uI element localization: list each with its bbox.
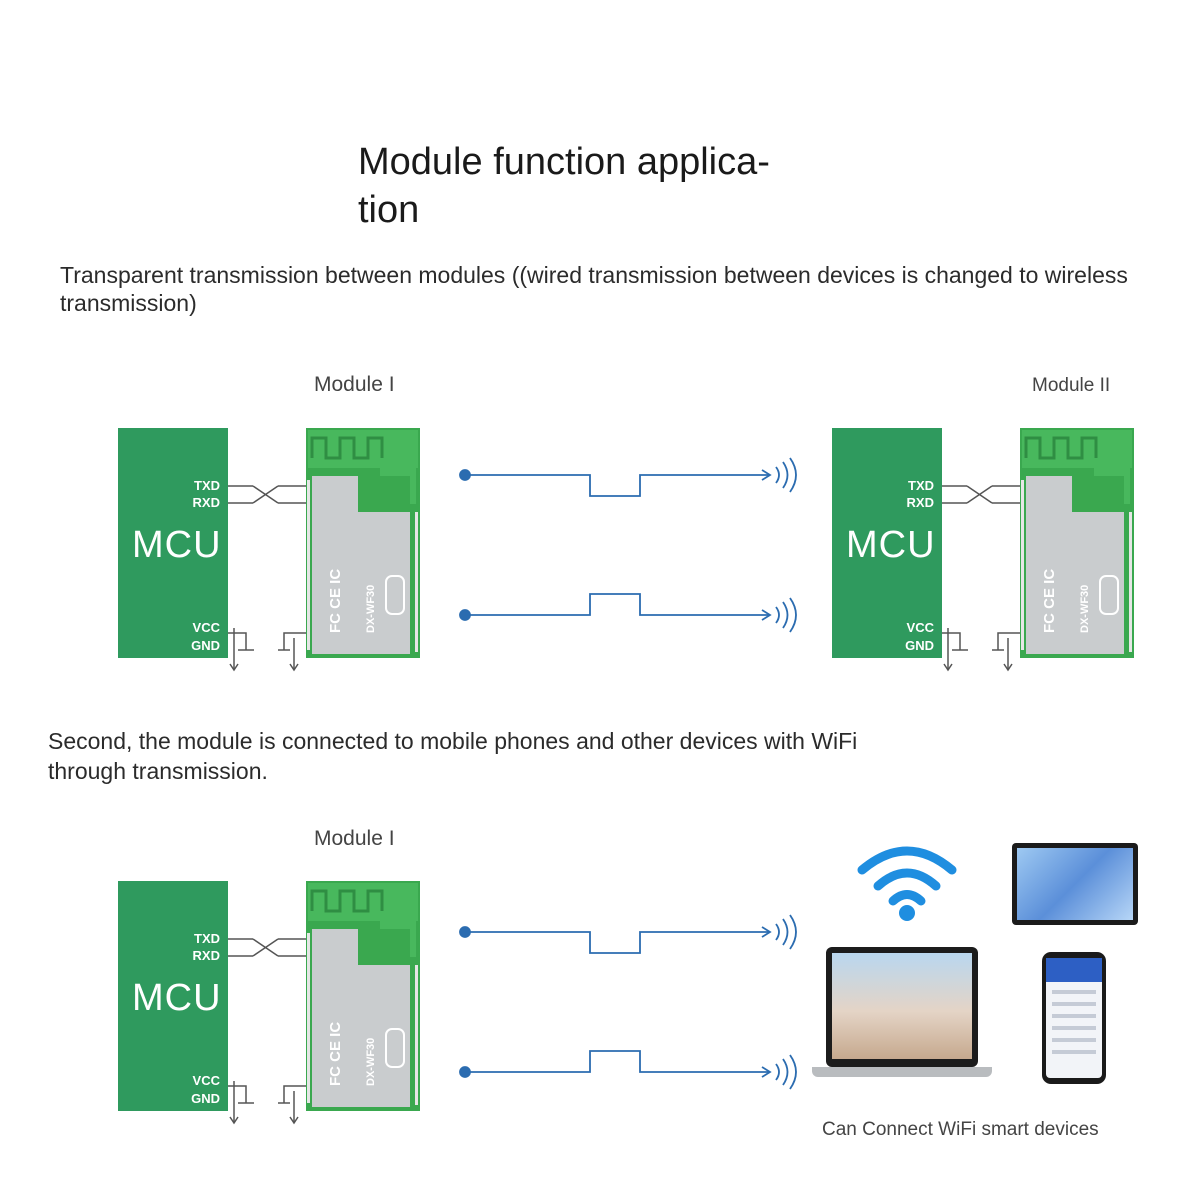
wiring-and-module-graphic: ▮■▮ FC CE IC DX-WF30 xyxy=(228,428,420,672)
mcu-label: MCU xyxy=(846,524,936,566)
wiring-and-module-graphic: ▮■▮ FC CE IC DX-WF30 xyxy=(942,428,1134,672)
laptop-bezel xyxy=(826,947,978,1067)
phone-app-header xyxy=(1046,958,1102,982)
mcu-module-unit-2: TXD RXD MCU VCC GND ▮■▮ FC CE IC DX-WF30 xyxy=(832,428,1152,678)
chip-certification-marks: FC CE IC xyxy=(327,1022,344,1086)
signal-line-3 xyxy=(459,914,797,954)
mcu-label: MCU xyxy=(132,977,222,1019)
gnd-pin-label: GND xyxy=(191,1091,220,1106)
chip-certification-marks: FC CE IC xyxy=(1041,569,1058,633)
module-3-label: Module I xyxy=(314,827,395,850)
vcc-pin-label: VCC xyxy=(192,620,220,635)
module-2-label: Module II xyxy=(1032,375,1111,396)
signal-line-1 xyxy=(459,457,797,497)
mcu-module-unit-3: TXD RXD MCU VCC GND ▮■▮ FC CE IC DX-WF30 xyxy=(118,881,438,1131)
gnd-pin-label: GND xyxy=(191,638,220,653)
mcu-block: TXD RXD MCU VCC GND xyxy=(118,881,228,1111)
phone-device xyxy=(1042,952,1106,1084)
chip-model-label: DX-WF30 xyxy=(365,1038,377,1086)
wifi-icon xyxy=(857,846,957,921)
phone-screen xyxy=(1046,958,1102,1078)
rxd-pin-label: RXD xyxy=(192,495,220,510)
section2-description: Second, the module is connected to mobil… xyxy=(48,728,858,784)
signal-lines xyxy=(459,457,797,1090)
chip-model-label: DX-WF30 xyxy=(1079,585,1091,633)
tablet-device xyxy=(1012,843,1138,925)
mcu-block: TXD RXD MCU VCC GND xyxy=(832,428,942,658)
rxd-pin-label: RXD xyxy=(192,948,220,963)
page-title: Module function applica- tion xyxy=(358,141,770,231)
txd-pin-label: TXD xyxy=(194,478,220,493)
tablet-screen xyxy=(1017,848,1133,920)
laptop-screen xyxy=(832,953,972,1059)
vcc-pin-label: VCC xyxy=(906,620,934,635)
mcu-module-unit-1: TXD RXD MCU VCC GND ▮■▮ FC CE IC DX-WF30 xyxy=(118,428,438,678)
section1-description: Transparent transmission between modules… xyxy=(60,262,1128,316)
laptop-base xyxy=(812,1067,992,1077)
vcc-pin-label: VCC xyxy=(192,1073,220,1088)
txd-pin-label: TXD xyxy=(194,931,220,946)
module-1-label: Module I xyxy=(314,373,395,396)
chip-model-label: DX-WF30 xyxy=(365,585,377,633)
mcu-label: MCU xyxy=(132,524,222,566)
rxd-pin-label: RXD xyxy=(906,495,934,510)
wiring-and-module-graphic: ▮■▮ FC CE IC DX-WF30 xyxy=(228,881,420,1125)
chip-certification-marks: FC CE IC xyxy=(327,569,344,633)
signal-line-4 xyxy=(459,1050,797,1090)
txd-pin-label: TXD xyxy=(908,478,934,493)
gnd-pin-label: GND xyxy=(905,638,934,653)
wifi-devices-caption: Can Connect WiFi smart devices xyxy=(822,1119,1099,1140)
signal-line-2 xyxy=(459,593,797,633)
mcu-block: TXD RXD MCU VCC GND xyxy=(118,428,228,658)
